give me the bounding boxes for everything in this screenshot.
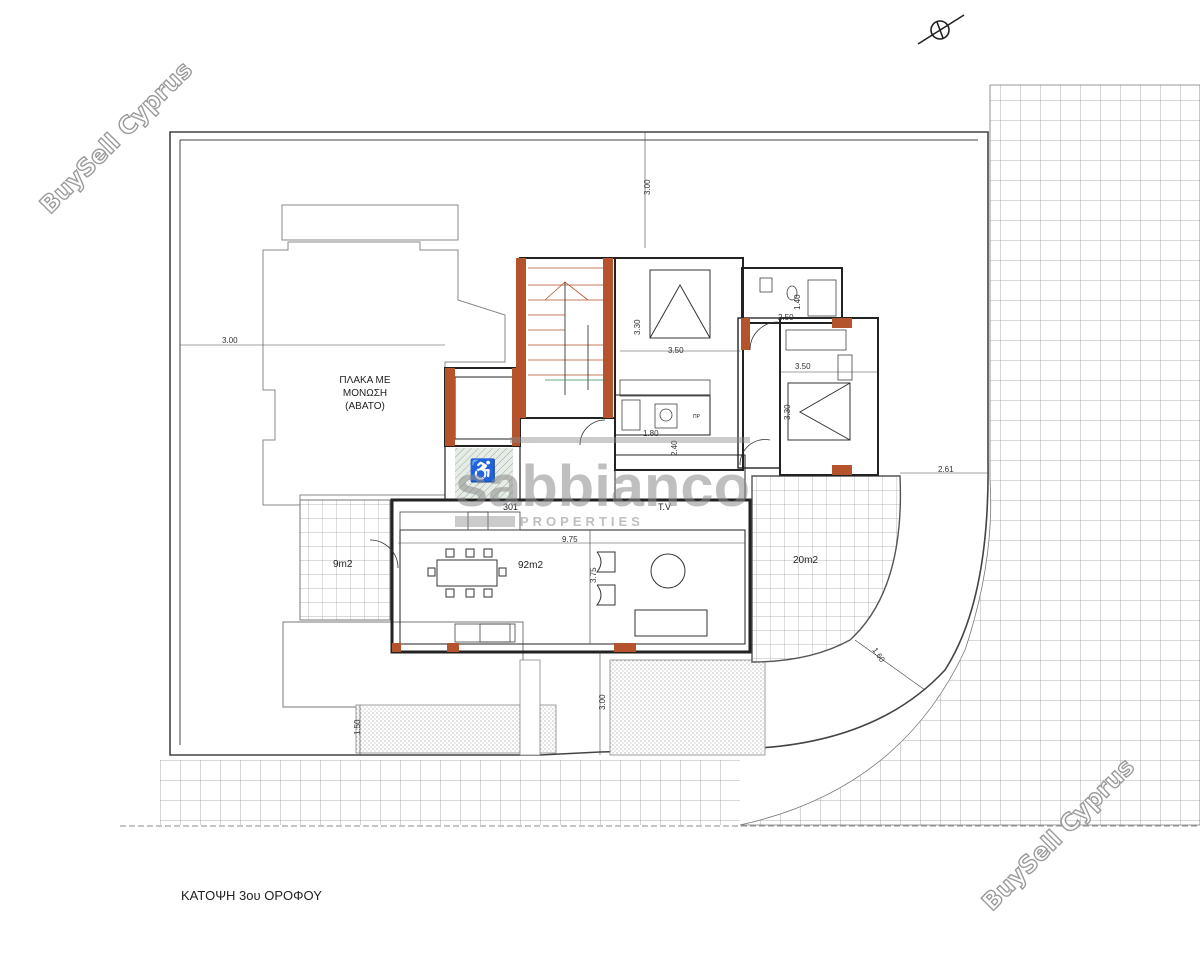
site-boundary bbox=[169, 131, 989, 756]
living-furniture bbox=[589, 530, 708, 644]
paving bbox=[120, 84, 1200, 827]
dim-bed1-height: 3.30 bbox=[633, 319, 642, 335]
front-terrace bbox=[355, 659, 766, 756]
dim-bed2-height: 3.30 bbox=[783, 404, 792, 420]
veranda-right-label: 20m2 bbox=[793, 555, 818, 566]
staircase bbox=[528, 267, 605, 395]
veranda-left-label: 9m2 bbox=[333, 559, 353, 570]
roof-label-line3: (ΑΒΑΤΟ) bbox=[345, 401, 385, 412]
logo-name: sabbianco bbox=[455, 454, 750, 519]
sabbianco-logo: sabbianco PROPERTIES bbox=[455, 437, 750, 529]
dim-corridor-h: 2.40 bbox=[670, 440, 679, 456]
dining-table bbox=[427, 548, 507, 598]
kitchen bbox=[399, 511, 521, 643]
dim-front-setback: 3.00 bbox=[598, 694, 607, 710]
bed-2 bbox=[787, 382, 851, 441]
watermark-top-left: BuySell Cyprus bbox=[34, 56, 197, 219]
dimension-lines bbox=[180, 132, 988, 755]
dim-bed1-width: 3.50 bbox=[668, 346, 684, 355]
dim-top-setback: 3.00 bbox=[643, 179, 652, 195]
dim-corridor: 1.80 bbox=[643, 429, 659, 438]
apartment-number: 301 bbox=[503, 502, 518, 512]
living-area-label: 92m2 bbox=[518, 560, 543, 571]
dim-bath-width: 2.50 bbox=[778, 313, 794, 322]
dim-front-small: 1.50 bbox=[353, 719, 362, 735]
accessible-area bbox=[455, 448, 513, 498]
roof-label-line2: ΜΟΝΩΣΗ bbox=[343, 388, 387, 399]
bathroom-fixtures bbox=[621, 277, 837, 431]
columns bbox=[392, 258, 852, 652]
plan-caption: ΚΑΤΟΨΗ 3ου ΟΡΟΦΟΥ bbox=[181, 888, 322, 903]
doors bbox=[369, 321, 779, 569]
wardrobes bbox=[619, 329, 853, 397]
roof-slab bbox=[262, 204, 506, 506]
dim-bed2-width: 3.50 bbox=[795, 362, 811, 371]
veranda-left bbox=[282, 499, 524, 708]
tv-label: T.V bbox=[658, 502, 671, 512]
logo-sub: PROPERTIES bbox=[520, 514, 644, 529]
dim-living-height: 3.75 bbox=[589, 567, 598, 583]
north-arrow-icon bbox=[917, 14, 965, 45]
wheelchair-icon: ♿ bbox=[469, 458, 496, 483]
veranda-right bbox=[751, 475, 902, 663]
dim-left-setback: 3.00 bbox=[222, 336, 238, 345]
bed-1 bbox=[649, 269, 711, 339]
roof-label-line1: ΠΛΑΚΑ ΜΕ bbox=[339, 375, 390, 386]
dim-curve: 1.60 bbox=[870, 646, 887, 664]
wc-label: ΠΡ bbox=[693, 414, 701, 420]
dim-right-setback: 2.61 bbox=[938, 465, 954, 474]
dim-living-width: 9.75 bbox=[562, 535, 578, 544]
dim-bath-height: 1.40 bbox=[793, 294, 802, 310]
